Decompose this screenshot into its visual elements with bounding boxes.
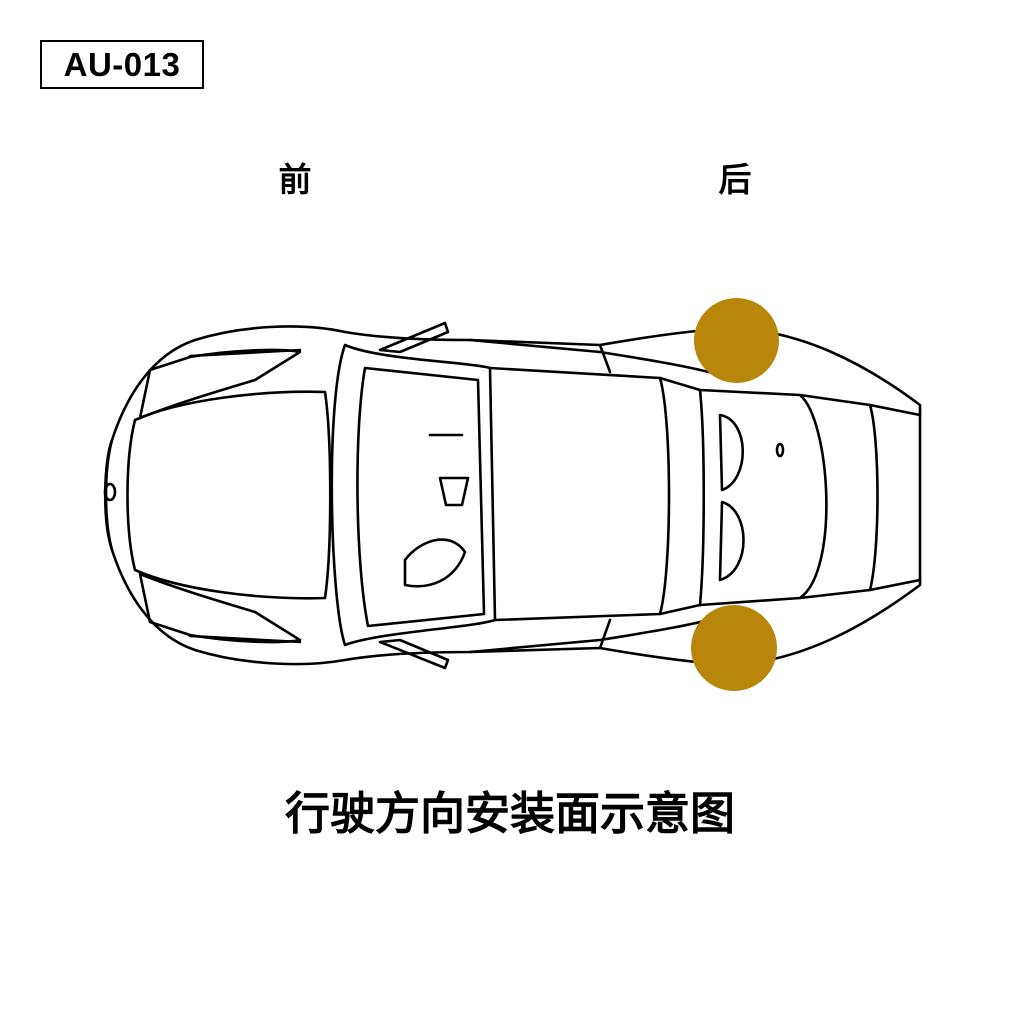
diagram-caption: 行驶方向安装面示意图 bbox=[284, 787, 735, 840]
front-label: 前 bbox=[278, 160, 312, 199]
product-code-text: AU-013 bbox=[63, 45, 181, 83]
installation-point-rear-right bbox=[691, 605, 777, 691]
rear-label: 后 bbox=[718, 160, 752, 199]
product-code-label: AU-013 bbox=[40, 40, 204, 89]
car-body-outline bbox=[103, 321, 922, 670]
installation-point-rear-left bbox=[694, 298, 779, 383]
